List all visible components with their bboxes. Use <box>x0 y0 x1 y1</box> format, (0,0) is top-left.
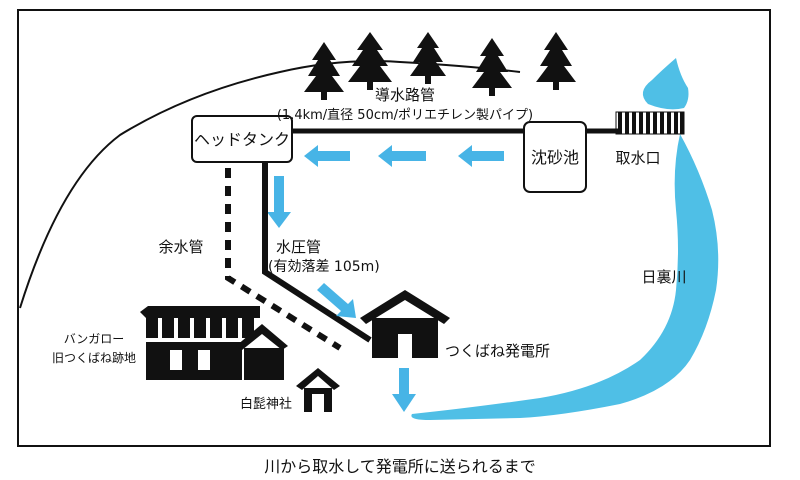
river-water <box>411 134 719 420</box>
flow-arrow-down <box>392 368 416 412</box>
flow-arrow-left <box>458 145 504 167</box>
shrine-label: 白髭神社 <box>240 396 292 412</box>
head-drop-label: (有効落差 105m) <box>268 259 380 275</box>
settling-basin-label: 沈砂池 <box>531 148 579 167</box>
flow-arrow-diagonal <box>317 283 356 318</box>
flow-arrow-left <box>378 145 426 167</box>
penstock-label: 水圧管 <box>276 238 321 256</box>
flow-arrow-left <box>304 145 350 167</box>
river-water <box>642 58 689 110</box>
diagram-caption: 川から取水して発電所に送られるまで <box>264 457 536 476</box>
settling-basin-box <box>523 121 587 193</box>
head-tank-label: ヘッドタンク <box>194 130 290 149</box>
diagram-frame <box>17 9 771 447</box>
tree-icon <box>536 32 576 90</box>
spillway-label: 余水管 <box>158 238 203 256</box>
tree-icon <box>410 32 446 84</box>
river-label: 日裏川 <box>641 268 686 286</box>
head-tank-box <box>191 115 293 163</box>
shrine-building <box>296 368 340 412</box>
spillway-pipe <box>225 168 342 351</box>
intake-label: 取水口 <box>615 149 660 167</box>
conduit-spec: (1.4km/直径 50cm/ポリエチレン製パイプ) <box>277 108 533 123</box>
conduit-title: 導水路管 <box>375 86 435 104</box>
bungalow-building <box>140 306 288 380</box>
power-station-house <box>360 290 450 358</box>
tree-icon <box>348 32 392 90</box>
power-station-label: つくばね発電所 <box>445 342 550 360</box>
penstock-pipe <box>262 162 372 343</box>
tree-icon <box>472 38 512 96</box>
intake-comb-teeth <box>618 112 684 134</box>
flow-arrow-down <box>267 176 291 228</box>
bungalow-label-1: バンガロー <box>64 332 125 346</box>
tree-icon <box>304 42 344 100</box>
bungalow-label-2: 旧つくばね跡地 <box>52 350 136 365</box>
